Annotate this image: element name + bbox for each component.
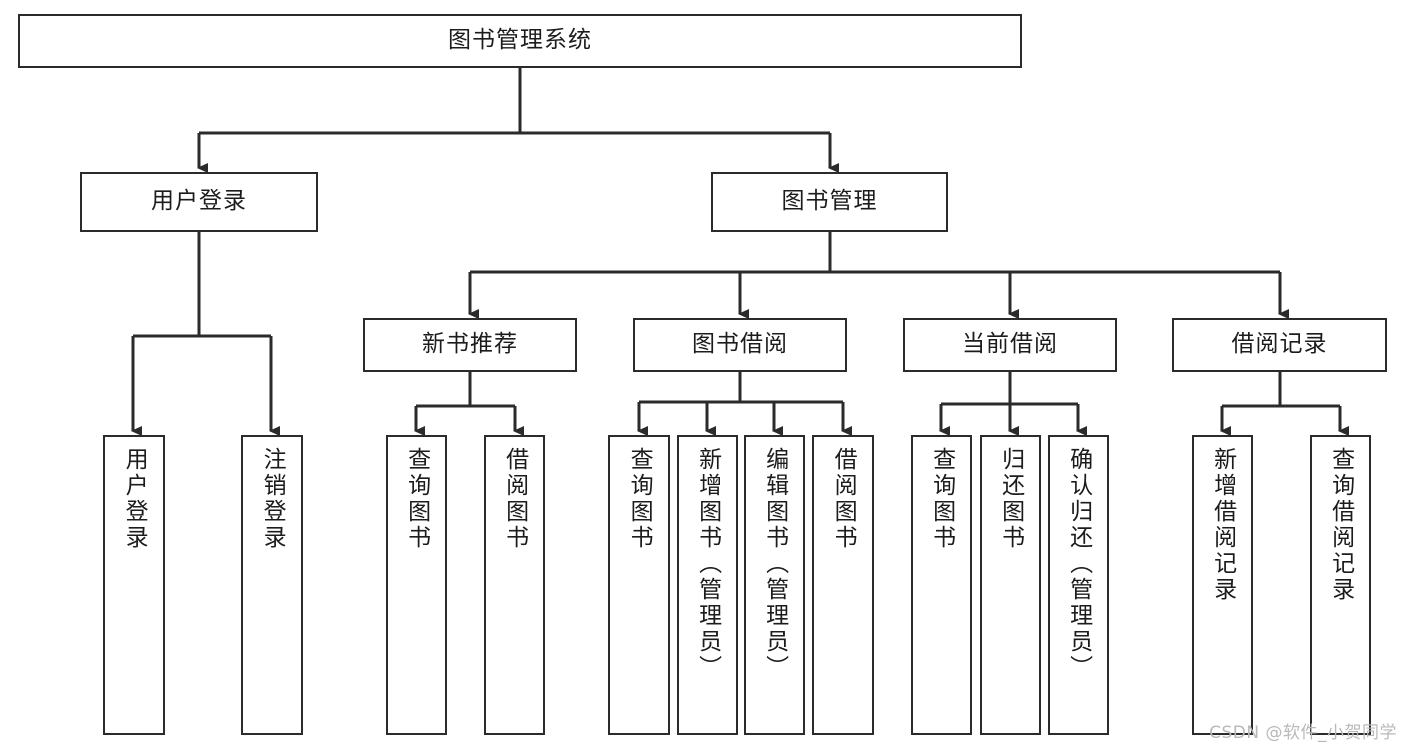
node-leaf-edit-book[interactable]: 编辑图书（管理员） xyxy=(744,435,805,735)
node-leaf-borrow-book-1[interactable]: 借阅图书 xyxy=(484,435,545,735)
node-book-admin[interactable]: 图书管理 xyxy=(711,172,948,232)
node-leaf-add-book[interactable]: 新增图书（管理员） xyxy=(677,435,738,735)
node-leaf-return-book[interactable]: 归还图书 xyxy=(980,435,1041,735)
node-leaf-logout[interactable]: 注销登录 xyxy=(241,435,303,735)
node-root[interactable]: 图书管理系统 xyxy=(18,14,1022,68)
node-leaf-query-book-3-label: 查询图书 xyxy=(928,447,955,551)
node-borrow-record-label: 借阅记录 xyxy=(1231,331,1328,358)
node-leaf-borrow-book-2[interactable]: 借阅图书 xyxy=(812,435,874,735)
node-borrow-record[interactable]: 借阅记录 xyxy=(1172,318,1387,372)
node-user-login[interactable]: 用户登录 xyxy=(80,172,318,232)
node-leaf-user-login-label: 用户登录 xyxy=(121,447,148,551)
node-book-borrow[interactable]: 图书借阅 xyxy=(633,318,847,372)
node-leaf-borrow-book-2-label: 借阅图书 xyxy=(830,447,857,551)
node-current-borrow-label: 当前借阅 xyxy=(962,331,1058,358)
node-leaf-borrow-book-1-label: 借阅图书 xyxy=(501,447,528,551)
node-leaf-query-book-2[interactable]: 查询图书 xyxy=(608,435,670,735)
node-leaf-confirm-return-label: 确认归还（管理员） xyxy=(1065,447,1092,681)
node-user-login-label: 用户登录 xyxy=(151,188,247,215)
node-new-book-rec-label: 新书推荐 xyxy=(422,331,518,358)
node-book-admin-label: 图书管理 xyxy=(781,188,878,215)
node-book-borrow-label: 图书借阅 xyxy=(692,331,788,358)
node-leaf-add-record-label: 新增借阅记录 xyxy=(1209,447,1236,603)
node-leaf-query-book-2-label: 查询图书 xyxy=(626,447,653,551)
node-leaf-return-book-label: 归还图书 xyxy=(997,447,1024,551)
node-leaf-query-book-1[interactable]: 查询图书 xyxy=(386,435,447,735)
node-leaf-add-book-label: 新增图书（管理员） xyxy=(694,447,721,681)
csdn-watermark: CSDN @软件_小贺同学 xyxy=(1209,723,1397,743)
node-leaf-user-login[interactable]: 用户登录 xyxy=(103,435,165,735)
node-root-label: 图书管理系统 xyxy=(448,27,592,54)
node-leaf-edit-book-label: 编辑图书（管理员） xyxy=(761,447,788,681)
node-leaf-add-record[interactable]: 新增借阅记录 xyxy=(1192,435,1253,735)
node-leaf-query-book-3[interactable]: 查询图书 xyxy=(911,435,972,735)
node-leaf-query-record[interactable]: 查询借阅记录 xyxy=(1310,435,1371,735)
node-leaf-query-book-1-label: 查询图书 xyxy=(403,447,430,551)
node-new-book-rec[interactable]: 新书推荐 xyxy=(363,318,577,372)
node-leaf-logout-label: 注销登录 xyxy=(259,447,286,551)
node-leaf-query-record-label: 查询借阅记录 xyxy=(1327,447,1354,603)
node-current-borrow[interactable]: 当前借阅 xyxy=(903,318,1117,372)
node-leaf-confirm-return[interactable]: 确认归还（管理员） xyxy=(1048,435,1109,735)
